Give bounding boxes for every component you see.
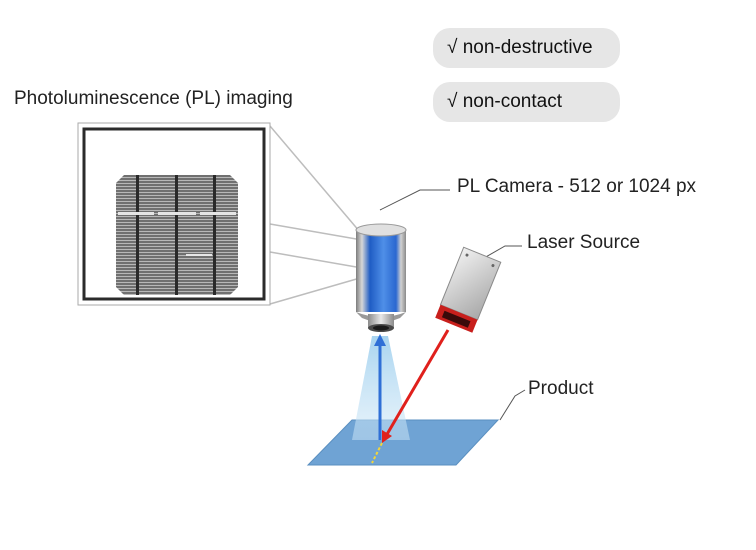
reflection-line — [371, 442, 383, 464]
camera-leader-line — [379, 189, 450, 211]
product-leader-line — [499, 389, 526, 421]
non-contact-label: √ non-contact — [447, 91, 562, 112]
camera-label: PL Camera - 512 or 1024 px — [457, 176, 697, 197]
non-destructive-badge: √ non-destructive — [433, 28, 620, 68]
non-destructive-label: √ non-destructive — [447, 37, 593, 58]
laser-beam — [384, 329, 450, 437]
laser-source — [435, 246, 502, 333]
product-label: Product — [528, 378, 594, 399]
laser-label: Laser Source — [527, 232, 641, 253]
non-contact-badge: √ non-contact — [433, 82, 620, 122]
pl-image-inset — [77, 122, 271, 306]
pl-camera — [355, 223, 407, 332]
diagram-title: Photoluminescence (PL) imaging — [14, 88, 293, 109]
zoom-guide-lines — [269, 125, 363, 305]
